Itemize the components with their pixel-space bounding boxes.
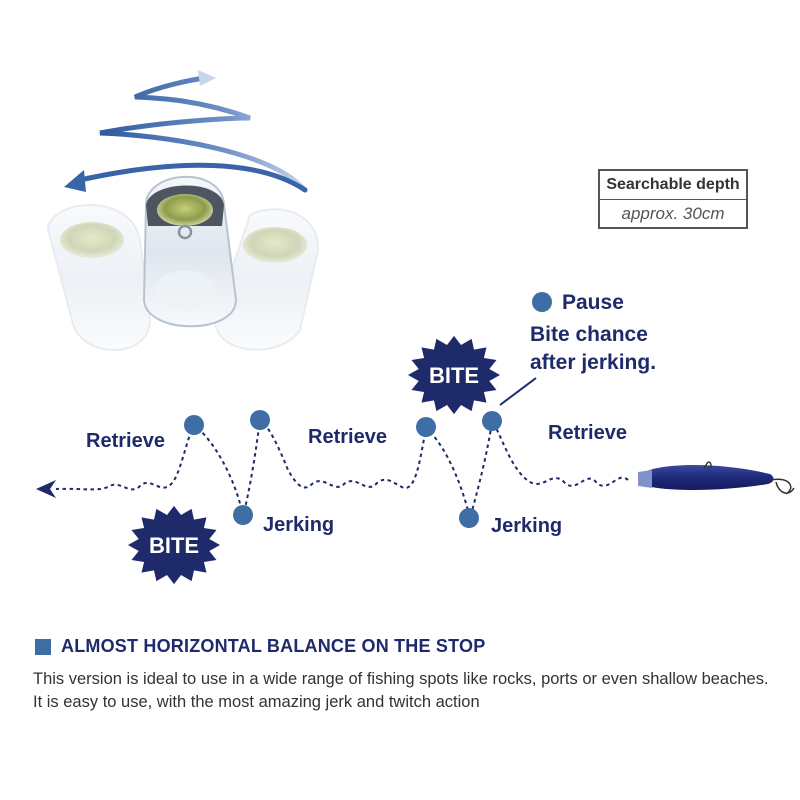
bite-label: BITE (429, 363, 479, 388)
label-bite-chance: Bite chance (530, 323, 648, 346)
lure-center (142, 175, 238, 328)
action-dots (184, 292, 552, 528)
depth-value: approx. 30cm (621, 204, 725, 223)
dot (250, 410, 270, 430)
bite-burst-bottom: BITE (128, 505, 220, 585)
label-pause: Pause (562, 291, 624, 314)
label-jerking: Jerking (263, 514, 334, 536)
dot (459, 508, 479, 528)
searchable-depth-box: Searchable depth approx. 30cm (598, 169, 748, 229)
callout-line (499, 377, 537, 406)
swirl-arrow (99, 75, 308, 193)
swirl-arrowhead-right (198, 70, 216, 86)
label-bite-chance-2: after jerking. (530, 351, 656, 374)
dot (482, 411, 502, 431)
section-heading: ALMOST HORIZONTAL BALANCE ON THE STOP (35, 636, 485, 657)
fishing-lure-icon (638, 461, 795, 495)
label-retrieve: Retrieve (86, 430, 165, 452)
dot (233, 505, 253, 525)
section-description: This version is ideal to use in a wide r… (33, 670, 769, 711)
depth-title: Searchable depth (600, 171, 746, 200)
lure-ghost-right (213, 208, 320, 351)
bite-burst-top: BITE (408, 335, 500, 415)
retrieve-path (55, 418, 629, 522)
dot (416, 417, 436, 437)
label-retrieve: Retrieve (308, 426, 387, 448)
swirl-arrowhead-left (64, 170, 86, 192)
dot-legend-pause (532, 292, 552, 312)
bite-label: BITE (149, 533, 199, 558)
rolling-lure-illustration (46, 70, 320, 351)
dot (184, 415, 204, 435)
square-bullet-icon (35, 638, 51, 655)
label-jerking: Jerking (491, 515, 562, 537)
lure-ghost-left (46, 204, 152, 351)
arrow-left-icon (36, 480, 56, 498)
swirl-arrow-lower (77, 162, 308, 193)
label-retrieve: Retrieve (548, 422, 627, 444)
section-title: ALMOST HORIZONTAL BALANCE ON THE STOP (61, 636, 486, 656)
